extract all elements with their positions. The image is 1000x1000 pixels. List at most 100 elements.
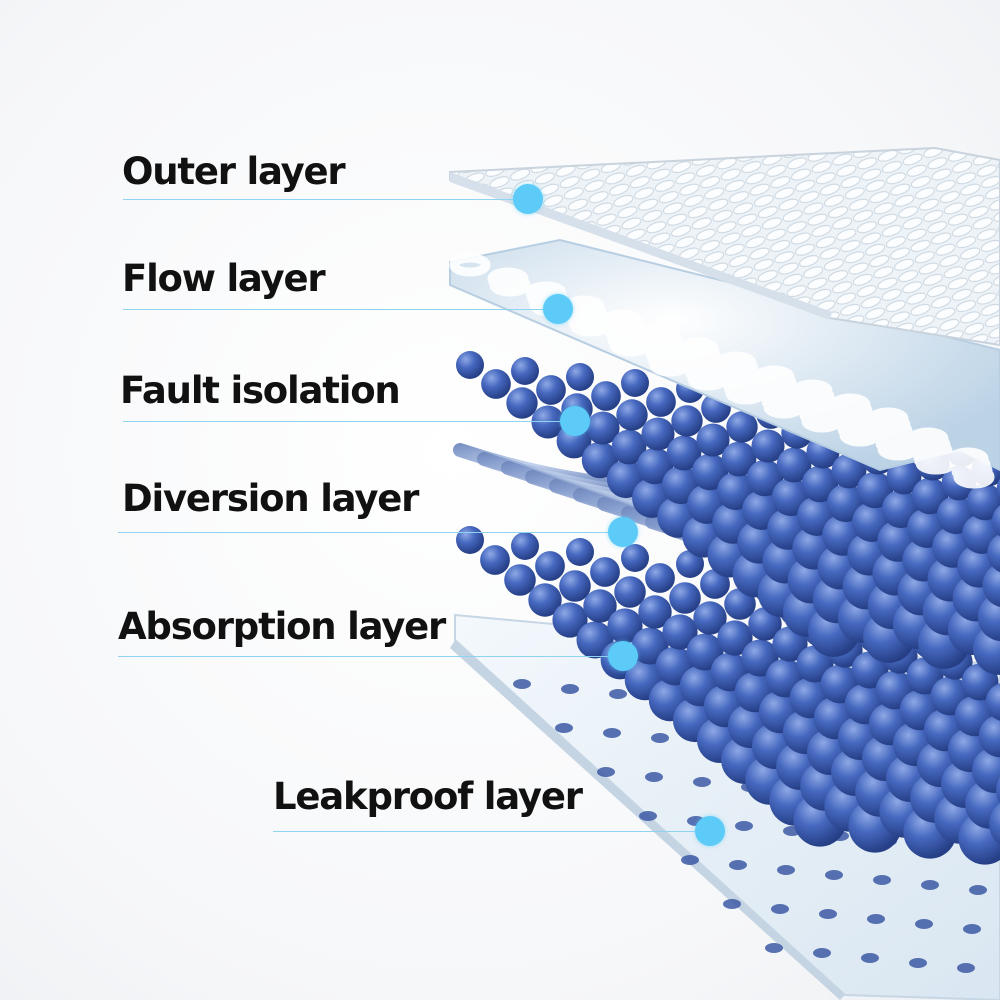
perforation-hole	[729, 860, 747, 870]
mesh-cell	[725, 381, 767, 405]
bead	[481, 369, 511, 399]
perforation-hole	[771, 904, 789, 914]
bead	[616, 399, 648, 431]
perforation-hole	[645, 772, 663, 782]
bead	[987, 533, 1000, 573]
mesh-cell	[839, 423, 881, 447]
perforation-hole	[861, 953, 879, 963]
bead	[638, 595, 672, 629]
perforation-hole	[873, 875, 891, 885]
bead	[989, 803, 1000, 845]
bead	[531, 405, 565, 439]
bead	[566, 538, 594, 566]
bead	[586, 411, 620, 445]
perforation-hole	[597, 767, 615, 777]
bead	[978, 714, 1000, 758]
bead	[535, 551, 565, 581]
bead	[696, 423, 730, 457]
mesh-cell	[449, 253, 491, 277]
mesh-cell	[649, 353, 691, 377]
perforation-hole	[765, 943, 783, 953]
mesh-cell	[915, 451, 957, 475]
bead	[566, 363, 594, 391]
bead	[559, 570, 591, 602]
leakproof-layer-callout-line	[273, 831, 710, 832]
bead	[671, 405, 703, 437]
bead	[480, 545, 510, 575]
mesh-cell	[489, 273, 531, 297]
bead	[511, 532, 539, 560]
mesh-cell	[609, 333, 651, 357]
perforation-hole	[561, 684, 579, 694]
absorption-layer-callout-line	[118, 656, 623, 657]
bead	[669, 582, 701, 614]
bead	[614, 576, 646, 608]
mesh-cell	[687, 367, 729, 391]
bead	[856, 471, 894, 509]
mesh-cell	[801, 409, 843, 433]
perforation-hole	[555, 723, 573, 733]
fault-isolation-callout-dot	[560, 406, 590, 436]
flow-layer-callout-dot	[543, 294, 573, 324]
diversion-layer-label: Diversion layer	[122, 477, 419, 520]
mesh-cell	[763, 395, 805, 419]
bead	[536, 375, 566, 405]
bead	[724, 588, 756, 620]
perforation-hole	[915, 919, 933, 929]
mesh-cell	[953, 465, 995, 489]
outer-layer-label: Outer layer	[122, 150, 346, 193]
perforation-hole	[639, 811, 657, 821]
bead	[691, 453, 729, 491]
bead	[583, 589, 617, 623]
perforation-hole	[651, 733, 669, 743]
bead	[972, 747, 1000, 793]
perforation-hole	[819, 909, 837, 919]
bead	[996, 478, 1000, 500]
bead	[982, 563, 1000, 607]
fault-isolation-callout-line	[123, 421, 575, 422]
bead	[746, 459, 784, 497]
perforation-hole	[681, 855, 699, 865]
flow-layer-label: Flow layer	[122, 257, 326, 300]
bead	[996, 776, 1000, 804]
bead	[985, 683, 1000, 721]
bead	[607, 608, 643, 644]
bead	[886, 459, 922, 495]
bead	[721, 441, 757, 477]
diversion-layer-callout-dot	[608, 517, 638, 547]
bead	[504, 564, 536, 596]
bead	[621, 369, 649, 397]
bead	[977, 592, 1000, 642]
flow-layer-callout-line	[123, 309, 558, 310]
outer-sheet	[449, 146, 1000, 347]
bead	[645, 563, 675, 593]
bead	[966, 483, 1000, 521]
bead	[621, 544, 649, 572]
bead	[511, 357, 539, 385]
bead	[717, 620, 753, 656]
bead	[590, 557, 620, 587]
bead	[611, 429, 647, 465]
diversion-layer-callout-line	[118, 532, 623, 533]
bead	[911, 477, 949, 515]
bead	[456, 526, 484, 554]
fault-isolation-label: Fault isolation	[120, 369, 401, 412]
bead	[748, 607, 782, 641]
bead	[528, 583, 562, 617]
perforation-hole	[693, 777, 711, 787]
bead	[552, 602, 588, 638]
perforation-hole	[813, 948, 831, 958]
bead	[646, 387, 676, 417]
bead	[801, 465, 839, 503]
bead	[641, 417, 675, 451]
bead	[831, 453, 867, 489]
bead	[666, 435, 702, 471]
bead	[991, 505, 1000, 537]
bead	[591, 381, 621, 411]
outer-layer-callout-line	[123, 199, 528, 200]
bead	[751, 429, 785, 463]
bead	[693, 601, 727, 635]
mesh-cell	[569, 313, 611, 337]
